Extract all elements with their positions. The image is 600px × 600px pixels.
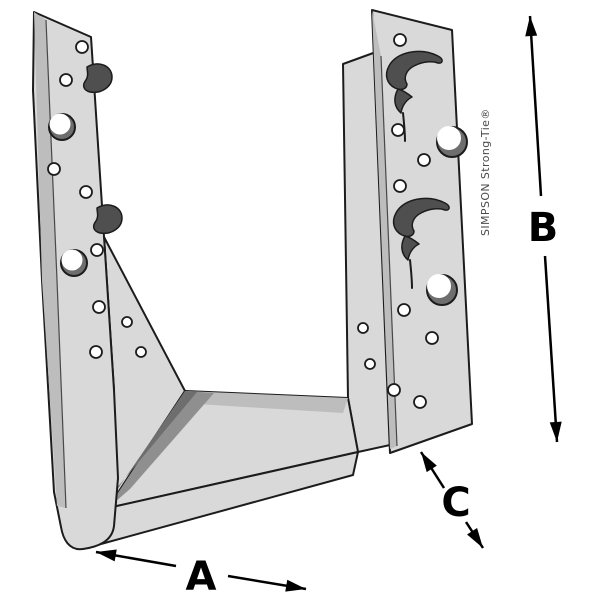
seat-corner-shading xyxy=(108,391,214,508)
dimension-a-line-left xyxy=(95,549,177,568)
nail-hole xyxy=(391,123,405,137)
dimension-b-line-lower xyxy=(543,255,562,443)
dimension-c-line-lower xyxy=(464,521,485,549)
nail-hole xyxy=(121,316,133,328)
dimension-b-line-upper xyxy=(525,15,543,197)
seat-back-shading xyxy=(185,391,348,413)
nail-hole xyxy=(364,358,376,370)
nail-hole xyxy=(79,185,93,199)
bolt-hole-highlight xyxy=(49,113,71,135)
bolt-hole-highlight xyxy=(61,249,83,271)
nail-hole xyxy=(90,243,104,257)
nail-hole xyxy=(47,162,61,176)
nail-hole xyxy=(89,345,103,359)
nail-hole xyxy=(59,73,73,87)
right-flange-plate xyxy=(371,9,473,454)
nail-hole xyxy=(75,40,89,54)
dimension-b-label: B xyxy=(528,205,559,251)
seat-corner-deep-shading xyxy=(108,391,197,503)
nail-hole xyxy=(417,153,431,167)
dimension-c: C xyxy=(419,451,485,549)
nail-hole xyxy=(425,331,439,345)
dimension-a-label: A xyxy=(186,554,217,600)
right-flange-fold-strip xyxy=(372,10,397,449)
nail-hole xyxy=(92,300,106,314)
nail-hole xyxy=(393,179,407,193)
dimension-a: A xyxy=(95,549,307,600)
dimension-a-line-right xyxy=(227,574,307,592)
dimension-c-line-upper xyxy=(419,451,446,489)
bent-tab-upper xyxy=(82,63,113,94)
bolt-hole-highlight xyxy=(427,274,451,298)
nail-hole xyxy=(135,346,147,358)
bolt-hole-highlight xyxy=(437,126,461,150)
dimension-c-label: C xyxy=(441,480,470,526)
brand-text: SIMPSON Strong-Tie® xyxy=(479,108,492,236)
left-flange-fold-strip xyxy=(34,12,66,508)
nail-hole xyxy=(413,395,427,409)
nail-hole xyxy=(393,33,407,47)
nail-hole xyxy=(397,303,411,317)
bent-tab-lower xyxy=(92,204,123,235)
nail-hole xyxy=(387,383,401,397)
dimension-b: B xyxy=(525,15,562,443)
right-flange-fold-line xyxy=(380,55,398,447)
left-flange-fold-line xyxy=(45,19,67,509)
nail-hole xyxy=(357,322,369,334)
